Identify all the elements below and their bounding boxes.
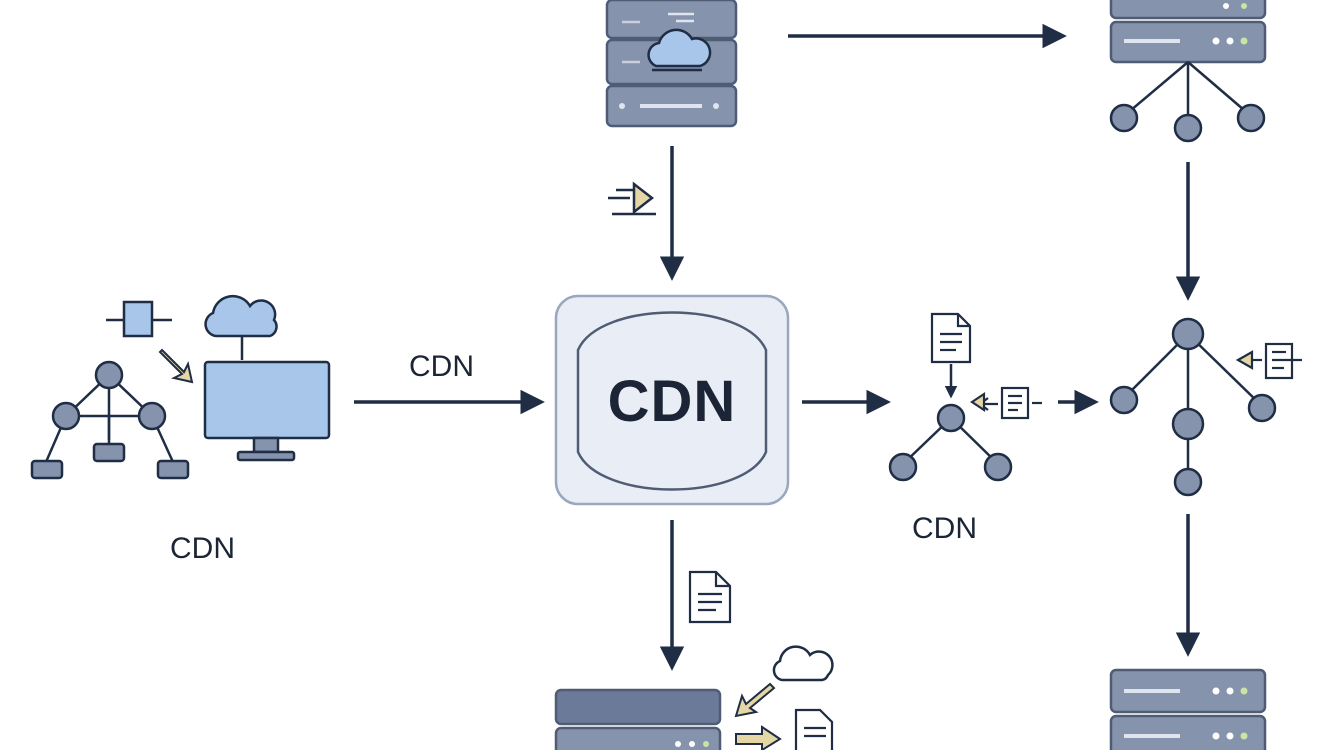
origin-cloud-icon xyxy=(647,28,712,72)
bottom-gold-arrows-icon xyxy=(734,682,782,752)
cache-glyph-icon xyxy=(608,181,656,216)
cdn-hub-label: CDN xyxy=(607,369,737,434)
bottom-document-icon xyxy=(688,570,732,624)
client-cloud-icon xyxy=(204,294,278,360)
tree-request-icon xyxy=(1235,342,1302,380)
bottom-right-server-icon xyxy=(1109,668,1267,755)
edge-node-tree-icon xyxy=(888,364,1013,482)
edge-document-icon xyxy=(930,312,972,364)
bottom-document-small-icon xyxy=(794,708,834,755)
flow-arrows xyxy=(354,23,1201,671)
client-firewall-icon xyxy=(106,300,172,338)
bottom-cloud-icon xyxy=(772,645,834,682)
client-label: CDN xyxy=(170,532,235,565)
client-network-icon xyxy=(30,360,190,480)
edge-server-top-icon xyxy=(1109,0,1267,64)
origin-server-icon xyxy=(605,0,738,128)
gold-arrow-icon xyxy=(158,348,194,384)
edge-network-tree-icon xyxy=(1109,317,1277,497)
edge-request-icon xyxy=(970,386,1042,420)
cdn-hub-icon xyxy=(554,294,790,506)
edge-server-top-tree-icon xyxy=(1109,61,1266,143)
edge-network-label: CDN xyxy=(912,512,977,545)
edge-link-label: CDN xyxy=(409,350,474,383)
monitor-icon xyxy=(203,360,331,462)
bottom-server-icon xyxy=(554,688,722,755)
